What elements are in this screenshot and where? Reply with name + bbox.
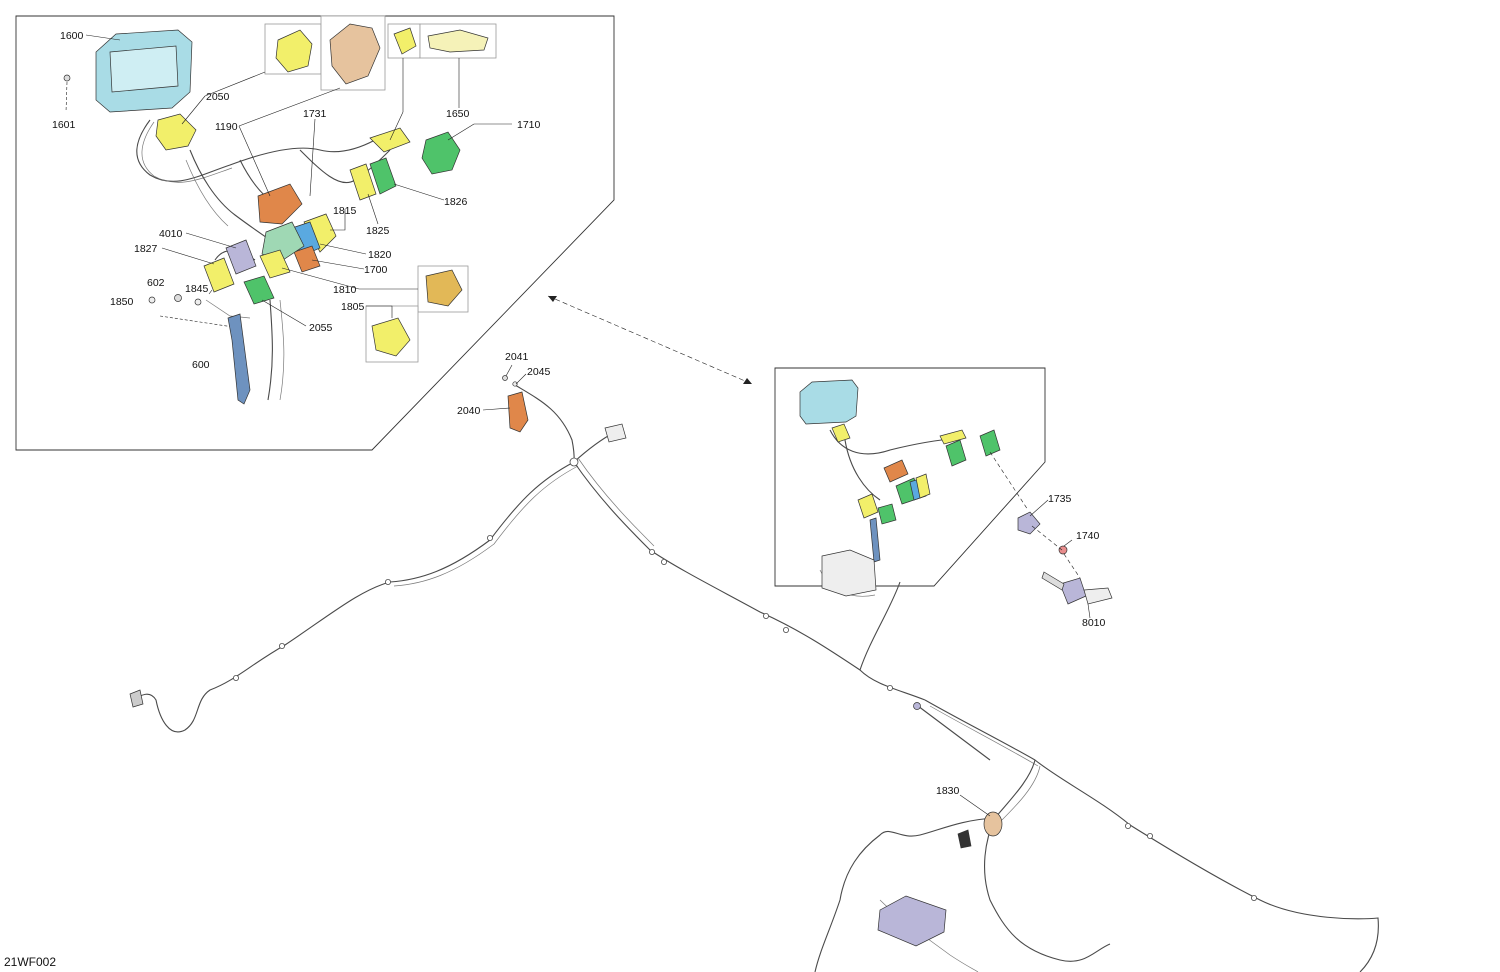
callout-4010: 4010 [159,228,183,240]
thumb-part-yellow-small [393,27,417,55]
callout-1825: 1825 [366,225,390,237]
callout-1850: 1850 [110,296,134,308]
callout-2041: 2041 [505,351,529,363]
thumb-part-1810 [425,269,463,307]
main-leader-lines [482,364,1091,817]
washer-1740 [1058,545,1068,555]
main-harness [129,384,1379,972]
connector-4010 [225,239,257,275]
bracket-600 [227,313,251,405]
callout-1600: 1600 [60,30,84,42]
voltage-regulator [877,895,947,947]
callout-1740: 1740 [1076,530,1100,542]
thumb-part-1805 [371,317,411,357]
callout-2045: 2045 [527,366,551,378]
connector-2055 [243,275,275,305]
callout-1845: 1845 [185,283,209,295]
drawing-reference: 21WF002 [4,955,57,969]
callout-602: 602 [147,277,165,289]
callout-1650: 1650 [446,108,470,120]
callout-1700: 1700 [364,264,388,276]
callout-8010: 8010 [1082,617,1106,629]
callout-1827: 1827 [134,243,158,255]
detail-leader-lines [65,34,512,327]
callout-1826: 1826 [444,196,468,208]
main-callouts: 2041 2045 2040 1735 1740 8010 1830 [457,351,1106,797]
callout-1830: 1830 [936,785,960,797]
callout-1735: 1735 [1048,493,1072,505]
connector-1700 [293,245,321,273]
thumb-part-1190 [329,23,381,85]
fasteners-602-1850 [148,294,202,306]
connector-1825 [349,163,377,201]
grommet-1830 [957,811,1003,849]
callout-1805: 1805 [341,301,365,313]
callout-2040: 2040 [457,405,481,417]
callout-1731: 1731 [303,108,327,120]
callout-1601: 1601 [52,119,76,131]
thumb-part-1650 [427,29,489,53]
callout-1820: 1820 [368,249,392,261]
callout-600: 600 [192,359,210,371]
detail-wiring [136,119,391,401]
connector-2050 [155,113,197,151]
callout-1190: 1190 [215,121,238,133]
connector-1826 [369,157,397,195]
detail-link-arrow [547,295,753,385]
callout-1810: 1810 [333,284,357,296]
key-8010 [1041,571,1113,605]
sensor-2040 [502,375,529,433]
detail-callouts: 1600 1601 2050 1190 1731 1650 1710 1826 … [52,30,541,371]
connector-1827 [203,257,235,293]
callout-1815: 1815 [333,205,357,217]
overview-parts [799,379,1001,597]
display-cluster-1600 [63,29,193,113]
part-1735 [1017,511,1041,535]
callout-2055: 2055 [309,322,333,334]
callout-1710: 1710 [517,119,541,131]
connector-1710 [421,131,461,175]
callout-2050: 2050 [206,91,230,103]
thumb-part-2050 [275,29,313,73]
connector-1810 [259,249,291,279]
